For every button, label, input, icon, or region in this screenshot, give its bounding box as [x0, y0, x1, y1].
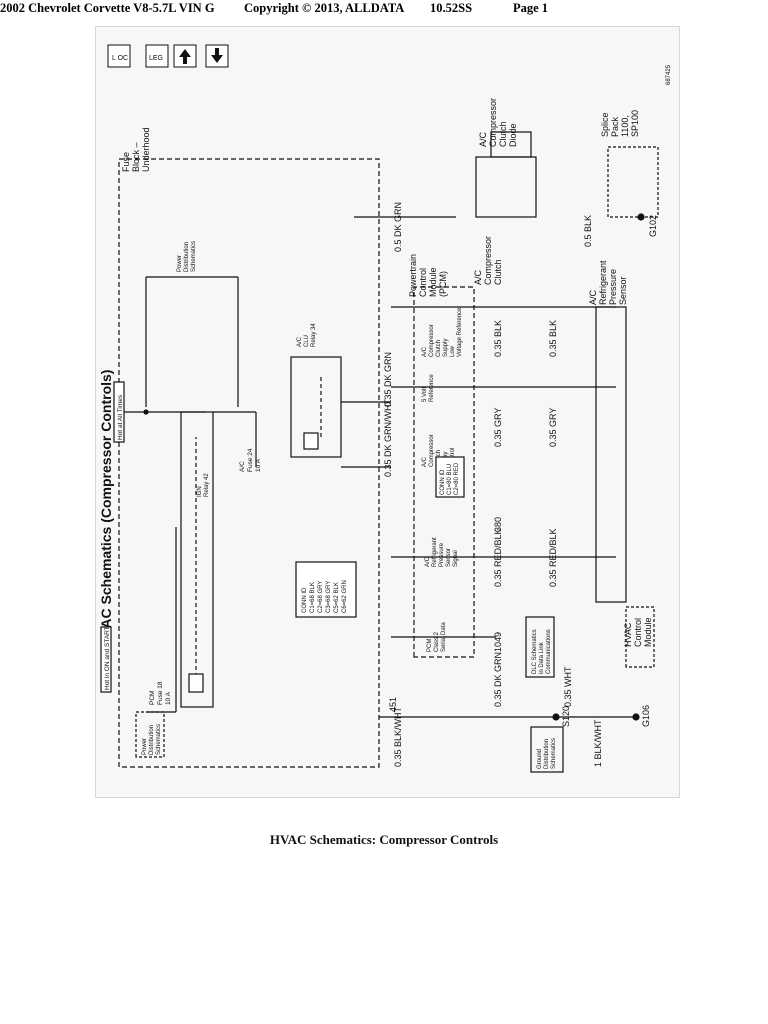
- hvac-module-label: HVAC Control Module: [623, 615, 653, 647]
- compressor-clutch-label: A/C Compressor Clutch: [473, 233, 503, 285]
- locator-icon[interactable]: [107, 44, 131, 68]
- pcm-label: Powertrain Control Module (PCM): [408, 251, 448, 297]
- wire-dk-grn-left: 0.35 DK GRN: [493, 652, 503, 707]
- wire-gry-2: 0.35 GRY: [548, 408, 558, 447]
- wire-dk-grn-mid: 0.35 DK GRN: [383, 352, 393, 407]
- ground-dist-label: Ground Distribution Schematics: [537, 737, 557, 769]
- ac-clutch-diode: [490, 131, 532, 158]
- page-caption: HVAC Schematics: Compressor Controls: [269, 832, 499, 847]
- header-vehicle: 2002 Chevrolet Corvette V8-5.7L VIN G: [0, 1, 215, 15]
- ground-g102: G102: [648, 215, 658, 237]
- svg-text:L OC: L OC: [112, 55, 128, 62]
- pcm-fuse-label: PCM Fuse 18 10 A: [149, 680, 172, 705]
- schematic-diagram: HVAC Schematics (Compressor Controls) 68…: [98, 44, 672, 773]
- circuit-1049: 1049: [493, 632, 503, 652]
- clutch-diode-label: A/C Compressor Clutch Diode: [478, 95, 518, 147]
- wire-red-blk: 0.35 RED/BLK: [493, 528, 503, 587]
- ac-clutch-relay-label: A/C CLU Relay 34: [297, 323, 317, 347]
- wire-blk-1: 0.35 BLK: [493, 320, 503, 357]
- header-version: 10.52SS: [430, 1, 473, 15]
- wire-dk-grn-wht: 0.35 DK GRN/WHT: [383, 398, 393, 477]
- wire-gry-1: 0.35 GRY: [493, 408, 503, 447]
- power-dist-left: [135, 711, 165, 758]
- wire-wht: 0.35 WHT: [563, 666, 573, 707]
- legend-icon[interactable]: [145, 44, 169, 68]
- pcm-outline: [413, 286, 475, 658]
- wire-red-blk-2: 0.35 RED/BLK: [548, 528, 558, 587]
- hot-at-all-times-label: Hot at All Times: [117, 394, 124, 440]
- splice-s120: S120: [561, 706, 571, 727]
- ground-dist-box: [530, 726, 564, 773]
- nav-icon-group: L OC LEG: [107, 44, 229, 68]
- hot-in-run-bar: [100, 626, 112, 693]
- svg-text:LEG: LEG: [149, 55, 163, 62]
- ac-pressure-sensor-label: A/C Refrigerant Pressure Sensor: [588, 258, 628, 305]
- pcm-refrig-signal-label: A/C Refrigerant Pressure Sensor Signal: [425, 536, 459, 567]
- splice-pack-label: Splice Pack 1100, SP100: [600, 110, 640, 137]
- wire-blk-05: 0.5 BLK: [583, 215, 593, 247]
- dlc-label: DLC Schematics in Data Link Communicatio…: [532, 628, 552, 674]
- fuse-block-outline: [118, 158, 380, 768]
- ac-refrigerant-pressure-sensor: [595, 306, 627, 603]
- wire-blk-one: 1 BLK/WHT: [593, 719, 603, 767]
- wire-blk-2: 0.35 BLK: [548, 320, 558, 357]
- ground-g106: G106: [641, 705, 651, 727]
- header-page: Page 1: [513, 1, 549, 15]
- power-dist-left-label: Power Distribution Schematics: [142, 723, 162, 755]
- pcm-five-volt-label: 5 Volt Reference: [422, 374, 435, 402]
- figure-id: 687425: [666, 64, 672, 85]
- pcm-low-ref-label: A/C Compressor Clutch Supply Low Voltage…: [422, 307, 463, 357]
- diagram-title: HVAC Schematics (Compressor Controls): [98, 370, 114, 647]
- ac-clutch-relay: [290, 356, 342, 458]
- ac-fuse-label: A/C Fuse 24 10 A: [239, 447, 262, 472]
- ign-relay: [180, 411, 214, 708]
- circuit-451: 451: [388, 697, 398, 712]
- ign-relay-label: IGN Relay 42: [197, 473, 210, 497]
- hvac-control-module: [625, 606, 655, 668]
- conn-id-right-text: CONN ID C1=80 BLU C2=80 RED: [440, 462, 460, 495]
- conn-id-right: [435, 456, 465, 498]
- fuse-block-label: Fuse Block – Underhood: [121, 127, 151, 172]
- splice-pack: [607, 146, 659, 218]
- circuit-380: 380: [493, 517, 503, 532]
- wire-dk-grn-top: 0.5 DK GRN: [393, 202, 403, 252]
- conn-id-left-text: CONN ID C1=68 BLK C2=68 GRY C3=68 GRY C5…: [302, 579, 348, 613]
- pcm-class2-label: PCM Class 2 Serial Data: [427, 622, 447, 652]
- ac-compressor-clutch: [475, 156, 537, 218]
- dlc-box: [525, 616, 555, 678]
- wire-blk-wht-left: 0.35 BLK/WHT: [393, 706, 403, 767]
- hot-in-run-label: Hot in ON and START: [104, 626, 111, 690]
- power-dist-top-label: Power Distribution Schematics: [177, 240, 197, 272]
- header-copyright: Copyright © 2013, ALLDATA: [244, 1, 405, 15]
- schematic-frame: HVAC Schematics (Compressor Controls) 68…: [95, 26, 680, 798]
- conn-id-left: [295, 561, 357, 618]
